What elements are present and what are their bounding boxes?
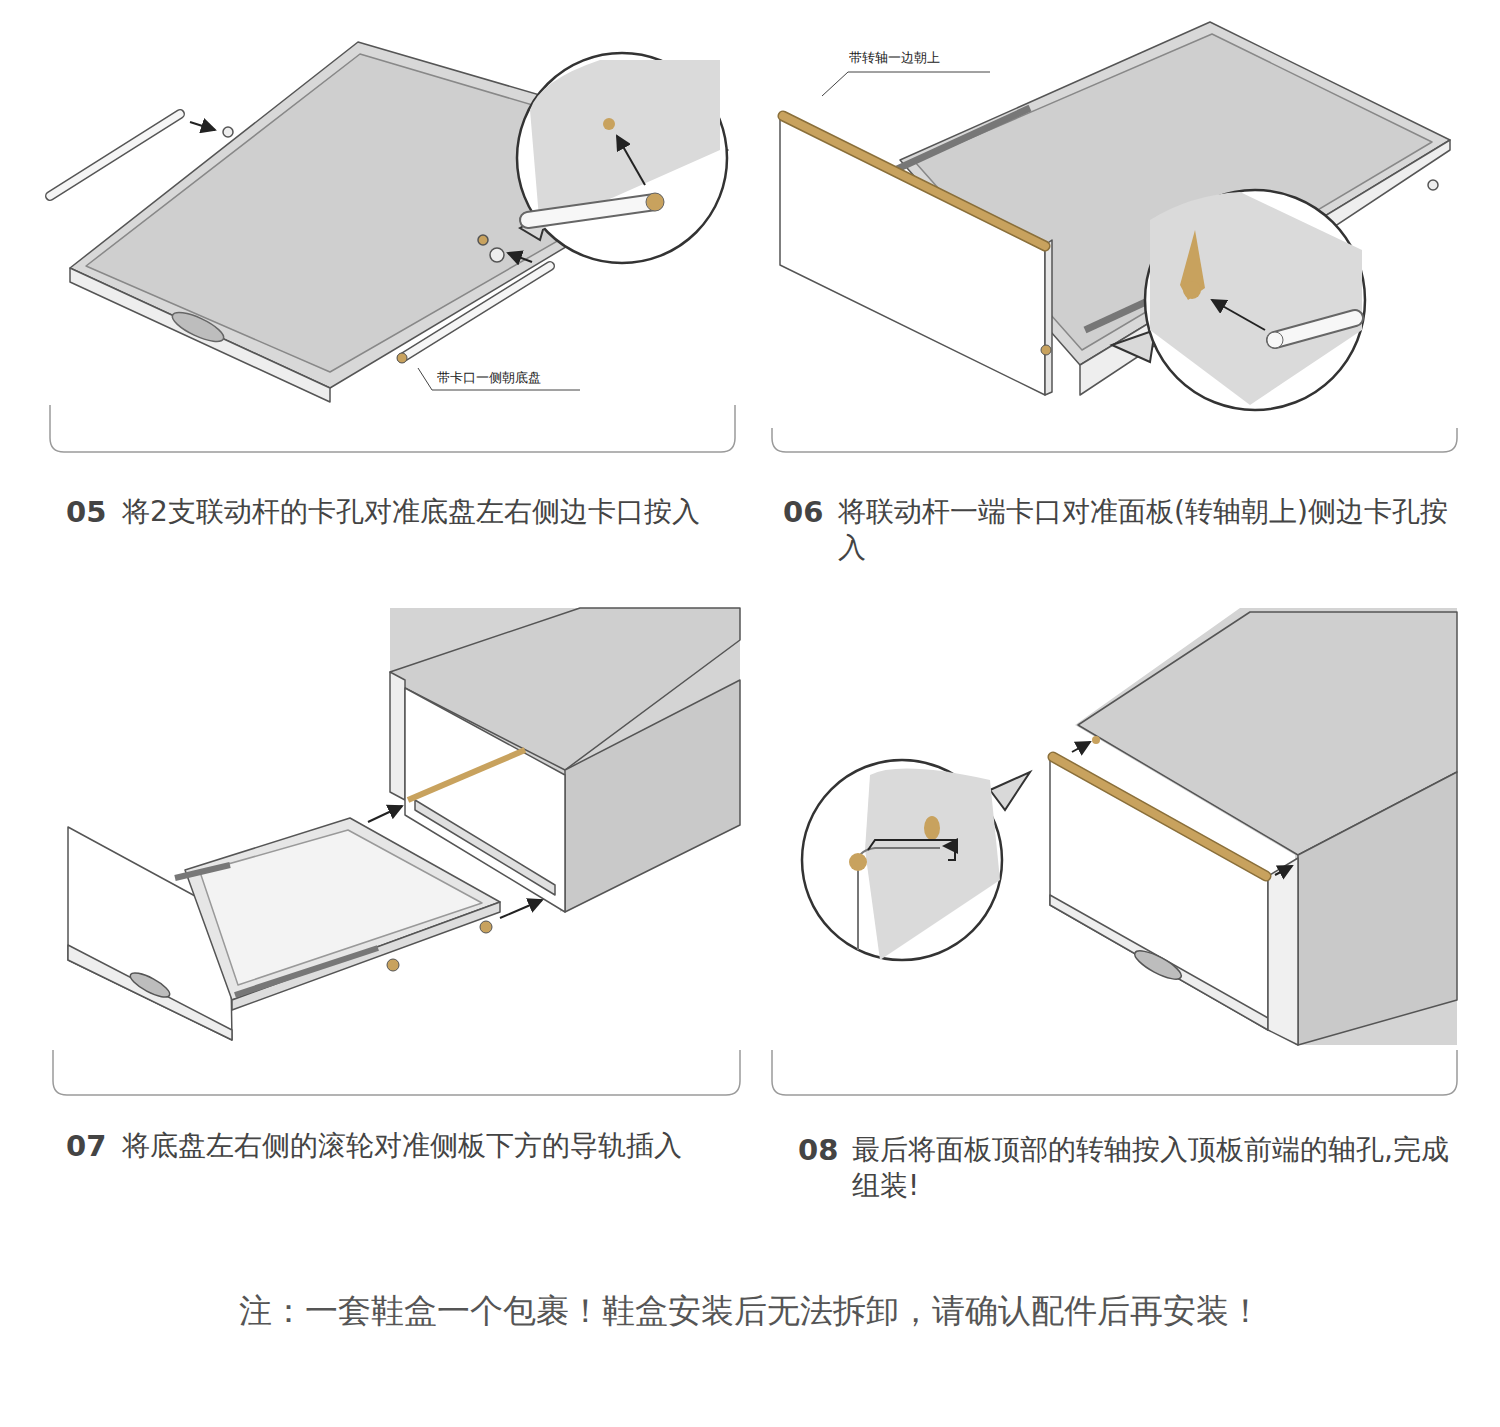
step-text: 将联动杆一端卡口对准面板(转轴朝上)侧边卡孔按入 bbox=[838, 494, 1458, 567]
part-note: 带转轴一边朝上 bbox=[849, 50, 940, 67]
step-number: 05 bbox=[66, 494, 116, 532]
step-number: 08 bbox=[798, 1132, 848, 1170]
part-note: 带卡口一侧朝底盘 bbox=[437, 370, 541, 387]
step-number: 07 bbox=[66, 1128, 116, 1166]
step-text: 将底盘左右侧的滚轮对准侧板下方的导轨插入 bbox=[122, 1128, 742, 1164]
step-text: 最后将面板顶部的转轴按入顶板前端的轴孔,完成组装! bbox=[852, 1132, 1452, 1205]
step-text: 将2支联动杆的卡孔对准底盘左右侧边卡口按入 bbox=[122, 494, 712, 530]
note-text: 注：一套鞋盒一个包裹！鞋盒安装后无法拆卸，请确认配件后再安装！ bbox=[60, 1290, 1440, 1333]
step-number: 06 bbox=[783, 494, 833, 532]
